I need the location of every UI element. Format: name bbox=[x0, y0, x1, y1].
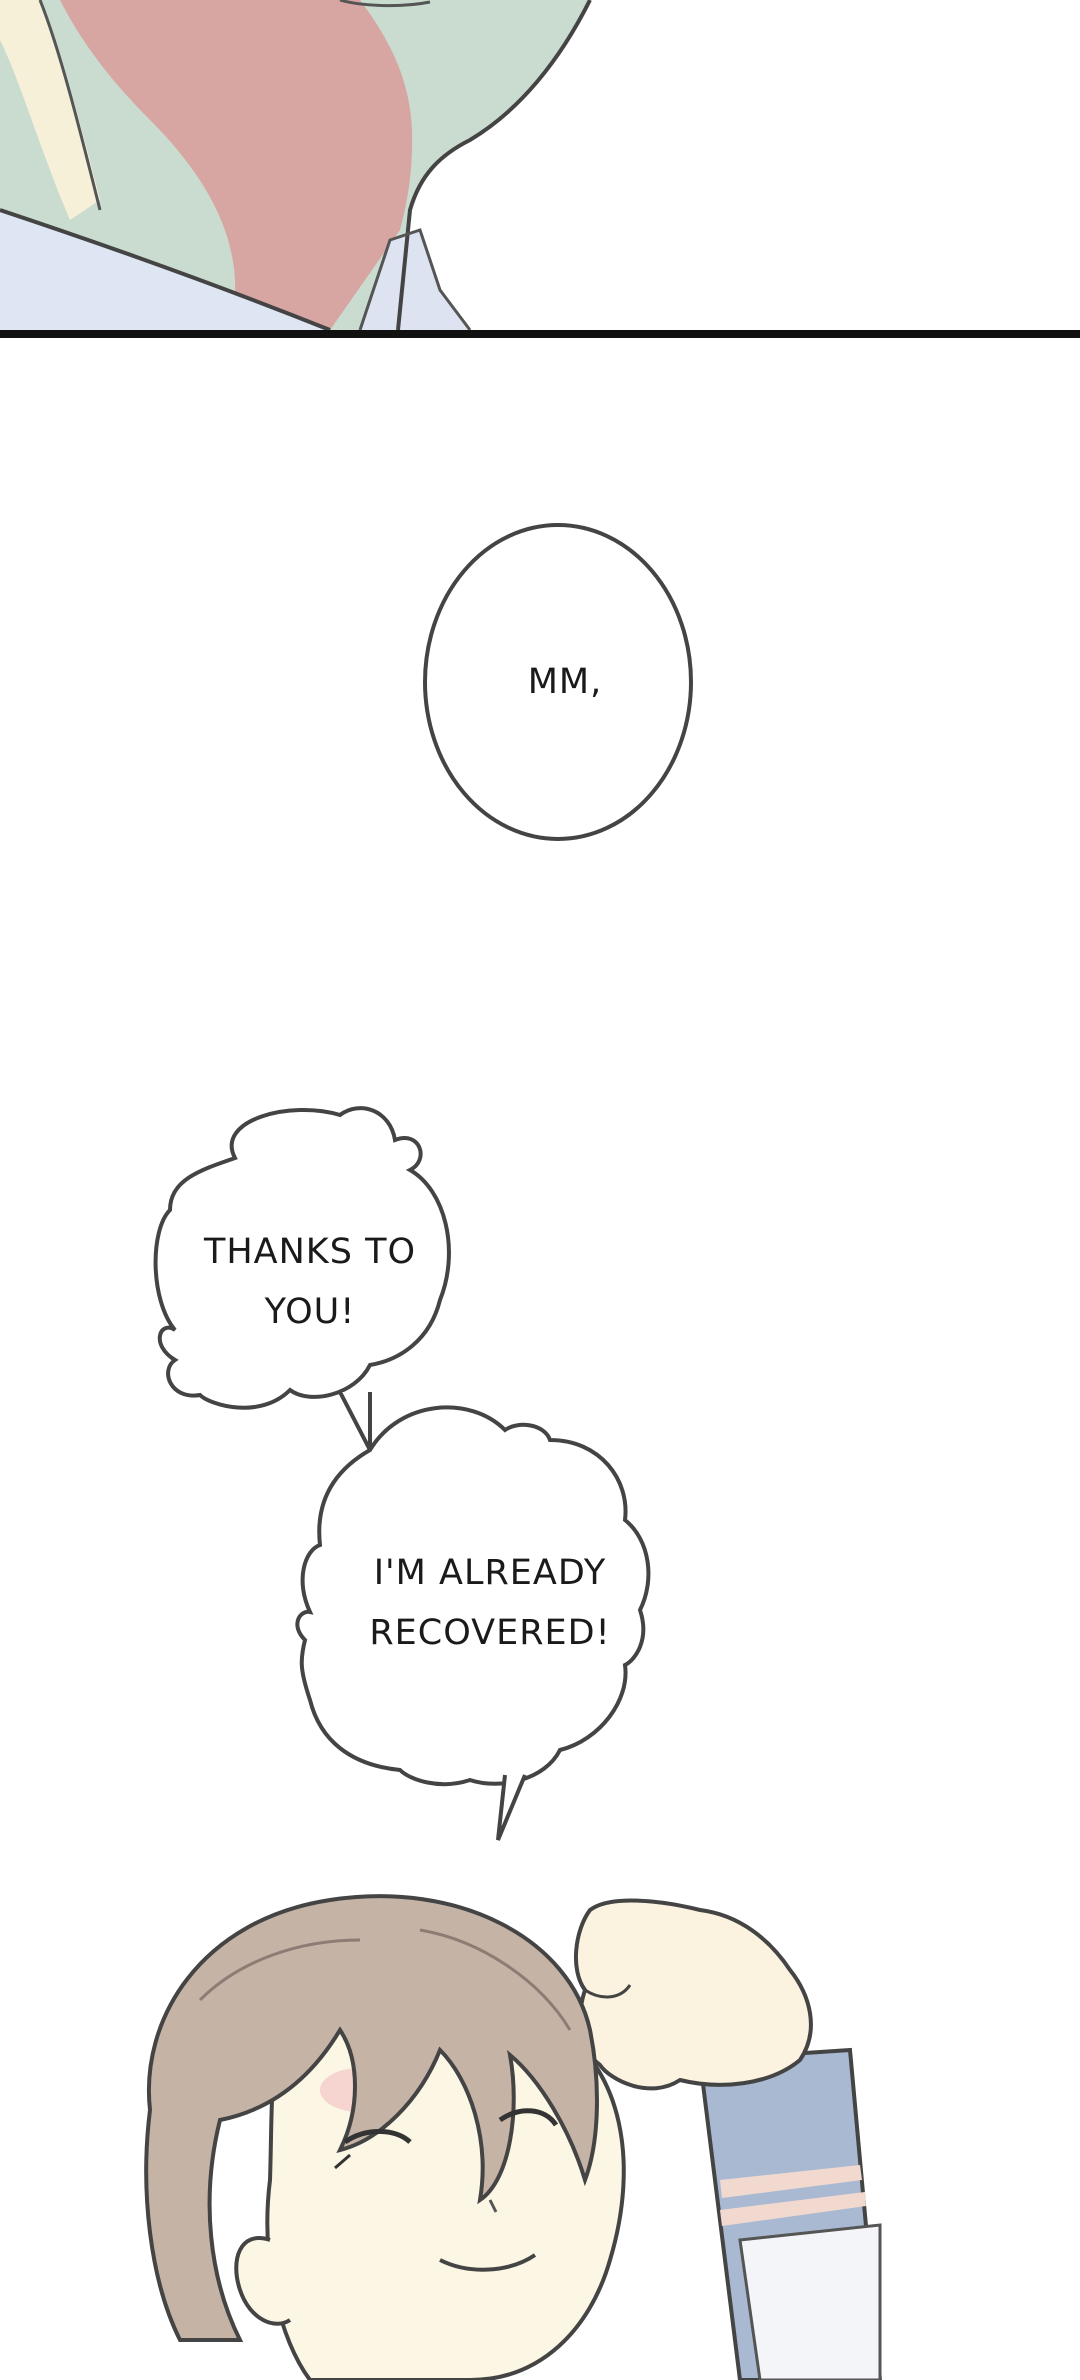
top-panel-art bbox=[0, 0, 1080, 335]
bubble-text-mm: MM, bbox=[527, 662, 603, 702]
character-illustration bbox=[0, 1880, 1080, 2380]
bubble-text-recovered: I'M ALREADY RECOVERED! bbox=[369, 1553, 611, 1653]
cloud-bubble-thanks-tail bbox=[338, 1391, 372, 1451]
oval-speech-bubble bbox=[423, 523, 693, 841]
cloud-bubble-recovered bbox=[295, 1405, 651, 1787]
chin-collar-illustration bbox=[0, 0, 1080, 335]
speech-bubbles-layer bbox=[153, 523, 693, 1841]
bubble-text-thanks: THANKS TO YOU! bbox=[203, 1232, 417, 1332]
panel-divider bbox=[0, 330, 1080, 338]
cloud-bubble-recovered-tail bbox=[496, 1774, 527, 1841]
smiling-character-art bbox=[144, 1894, 883, 2380]
cloud-bubble-thanks bbox=[153, 1106, 451, 1410]
